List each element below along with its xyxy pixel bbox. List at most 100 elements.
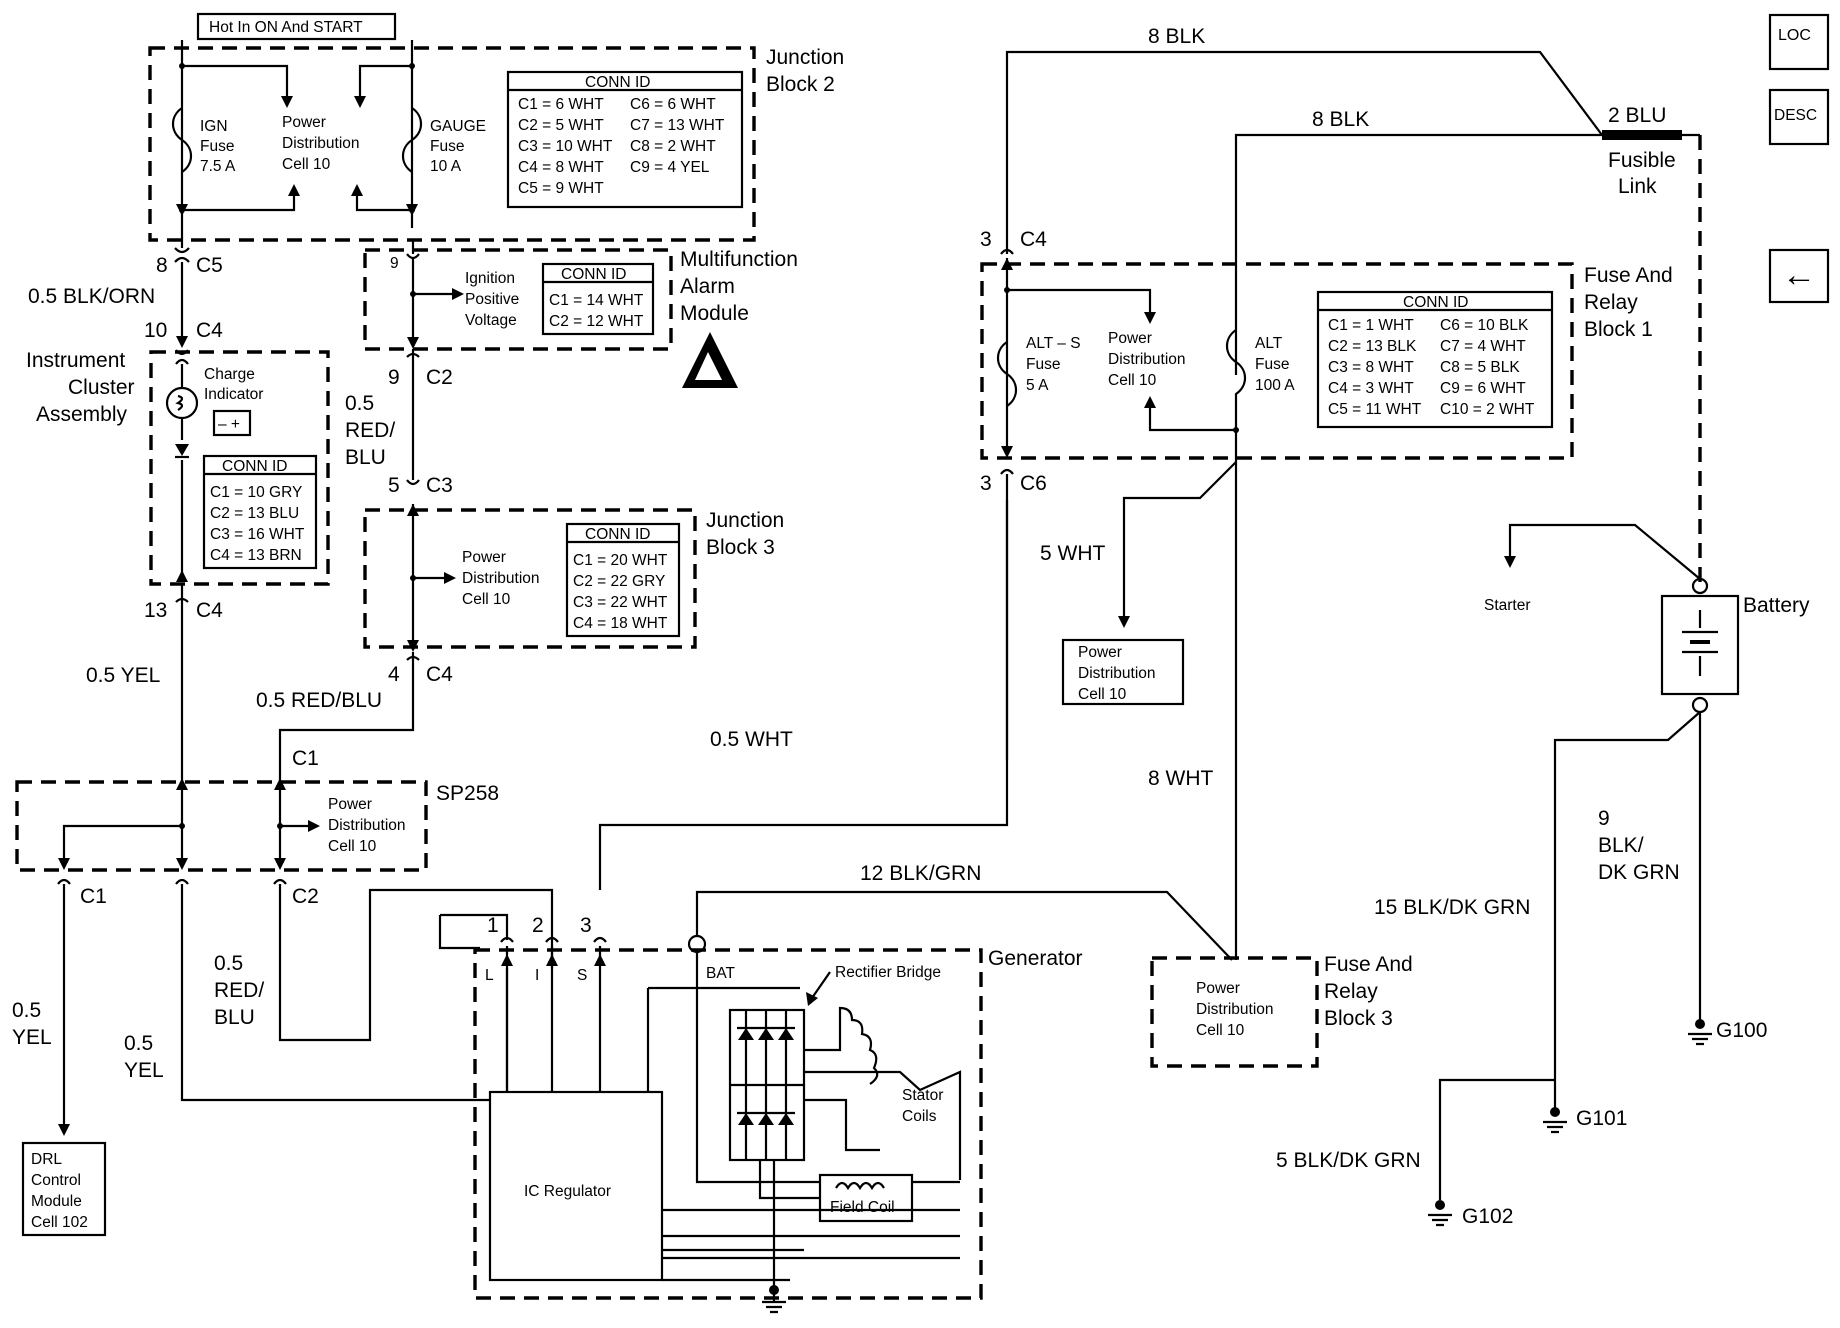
field-coil: Field Coil <box>758 1160 914 1223</box>
svg-text:2: 2 <box>532 914 544 937</box>
svg-text:Distribution: Distribution <box>462 570 540 587</box>
junction-block-2: IGN Fuse 7.5 A Power Distribution Cell 1… <box>148 40 844 242</box>
mfam-title: Multifunction <box>680 248 798 271</box>
svg-text:YEL: YEL <box>124 1059 164 1082</box>
svg-text:ALT – S: ALT – S <box>1026 335 1081 352</box>
svg-text:Fuse: Fuse <box>1026 356 1060 373</box>
svg-text:Block 3: Block 3 <box>1324 1007 1393 1030</box>
svg-text:RED/: RED/ <box>345 419 395 442</box>
pdc-cell-10-box <box>1061 638 1185 706</box>
frb1-title: Fuse And <box>1584 264 1673 287</box>
svg-text:Positive: Positive <box>465 291 519 308</box>
svg-text:C2 = 13 BLK: C2 = 13 BLK <box>1328 338 1417 355</box>
svg-text:Power: Power <box>328 796 372 813</box>
jb2-conn-id-table <box>506 70 744 209</box>
svg-text:3: 3 <box>980 228 992 251</box>
svg-text:– +: – + <box>218 416 240 433</box>
svg-text:S: S <box>577 967 587 984</box>
svg-text:C1: C1 <box>80 885 107 908</box>
svg-text:C2 = 5 WHT: C2 = 5 WHT <box>518 117 604 134</box>
svg-text:C9 = 4 YEL: C9 = 4 YEL <box>630 159 710 176</box>
svg-text:5 A: 5 A <box>1026 377 1049 394</box>
svg-text:Coils: Coils <box>902 1108 937 1125</box>
svg-text:C3: C3 <box>426 474 453 497</box>
svg-text:C1 = 6 WHT: C1 = 6 WHT <box>518 96 604 113</box>
svg-text:C1 = 10 GRY: C1 = 10 GRY <box>210 484 302 501</box>
svg-text:C9 = 6 WHT: C9 = 6 WHT <box>1440 380 1526 397</box>
junction-block-3: Power Distribution Cell 10 CONN ID C1 = … <box>363 504 784 652</box>
svg-text:DRL: DRL <box>31 1151 62 1168</box>
svg-text:Fuse: Fuse <box>200 138 234 155</box>
svg-text:9: 9 <box>390 255 399 272</box>
svg-text:8 BLK: 8 BLK <box>1312 108 1369 131</box>
svg-text:C6 = 6 WHT: C6 = 6 WHT <box>630 96 716 113</box>
desc-button[interactable]: DESC <box>1768 88 1830 146</box>
svg-text:0.5: 0.5 <box>124 1032 153 1055</box>
svg-text:C2: C2 <box>292 885 319 908</box>
svg-text:Power: Power <box>462 549 506 566</box>
svg-text:G102: G102 <box>1462 1205 1513 1228</box>
svg-text:9: 9 <box>1598 807 1610 830</box>
svg-text:Cluster: Cluster <box>68 376 135 399</box>
svg-text:Fusible: Fusible <box>1608 149 1676 172</box>
svg-text:C8 = 5 BLK: C8 = 5 BLK <box>1440 359 1520 376</box>
svg-text:0.5: 0.5 <box>12 999 41 1022</box>
svg-text:Module: Module <box>680 302 749 325</box>
svg-text:8 WHT: 8 WHT <box>1148 767 1214 790</box>
svg-text:C4 = 13 BRN: C4 = 13 BRN <box>210 547 302 564</box>
generator: 1 2 3 L I S BAT Rectifier Bridge <box>473 914 1083 1314</box>
svg-text:CONN ID: CONN ID <box>585 526 650 543</box>
svg-text:GAUGE: GAUGE <box>430 118 486 135</box>
frb3-title: Fuse And <box>1324 953 1413 976</box>
svg-text:G100: G100 <box>1716 1019 1767 1042</box>
ic-regulator <box>488 1090 664 1282</box>
svg-text:C4: C4 <box>426 663 453 686</box>
svg-text:C2 = 13 BLU: C2 = 13 BLU <box>210 505 299 522</box>
svg-text:Control: Control <box>31 1172 81 1189</box>
svg-text:Block 1: Block 1 <box>1584 318 1653 341</box>
drl-control-module: DRL Control Module Cell 102 <box>21 1141 107 1237</box>
esd-warning-icon <box>682 332 738 388</box>
svg-text:C1 = 14 WHT: C1 = 14 WHT <box>549 292 644 309</box>
svg-text:CONN ID: CONN ID <box>1403 294 1468 311</box>
svg-text:Power: Power <box>1108 330 1152 347</box>
frb1-conn-id-table <box>1316 290 1554 429</box>
svg-text:7.5 A: 7.5 A <box>200 158 236 175</box>
svg-text:Link: Link <box>1618 175 1657 198</box>
left-harness: 8 C5 0.5 BLK/ORN 10 C4 <box>28 228 223 365</box>
svg-text:Fuse: Fuse <box>1255 356 1289 373</box>
back-button[interactable]: ← <box>1768 248 1830 304</box>
svg-text:0.5 WHT: 0.5 WHT <box>710 728 793 751</box>
loc-button[interactable]: LOC <box>1768 13 1830 71</box>
svg-text:C10 = 2 WHT: C10 = 2 WHT <box>1440 401 1535 418</box>
back-arrow-icon: ← <box>1782 256 1816 294</box>
svg-text:C3 = 22 WHT: C3 = 22 WHT <box>573 594 668 611</box>
jb2-title: Junction <box>766 46 844 69</box>
svg-text:G101: G101 <box>1576 1107 1627 1130</box>
svg-text:L: L <box>485 967 494 984</box>
svg-text:1: 1 <box>487 914 499 937</box>
generator-title: Generator <box>988 947 1083 970</box>
svg-text:CONN ID: CONN ID <box>585 74 650 91</box>
hot-in-label-box <box>196 12 397 41</box>
svg-text:Distribution: Distribution <box>1196 1001 1274 1018</box>
ground-g102-icon: G102 <box>1428 1200 1513 1228</box>
svg-text:Block 3: Block 3 <box>706 536 775 559</box>
mfam-conn-id-table <box>541 262 655 336</box>
fusible-link: 2 BLU Fusible Link <box>1602 104 1700 198</box>
ic-title: Instrument <box>26 349 125 372</box>
svg-text:Field Coil: Field Coil <box>830 1199 895 1216</box>
svg-text:Module: Module <box>31 1193 82 1210</box>
svg-text:C1 = 20 WHT: C1 = 20 WHT <box>573 552 668 569</box>
svg-text:Distribution: Distribution <box>328 817 406 834</box>
svg-text:Relay: Relay <box>1584 291 1638 314</box>
svg-text:I: I <box>535 967 539 984</box>
svg-text:C4 = 3 WHT: C4 = 3 WHT <box>1328 380 1414 397</box>
svg-text:Voltage: Voltage <box>465 312 517 329</box>
svg-text:0.5 RED/BLU: 0.5 RED/BLU <box>256 689 382 712</box>
svg-text:CONN ID: CONN ID <box>222 458 287 475</box>
svg-text:5 BLK/DK GRN: 5 BLK/DK GRN <box>1276 1149 1421 1172</box>
svg-text:C8 = 2 WHT: C8 = 2 WHT <box>630 138 716 155</box>
loc-label: LOC <box>1778 27 1811 44</box>
starter-label: Starter <box>1484 597 1531 614</box>
